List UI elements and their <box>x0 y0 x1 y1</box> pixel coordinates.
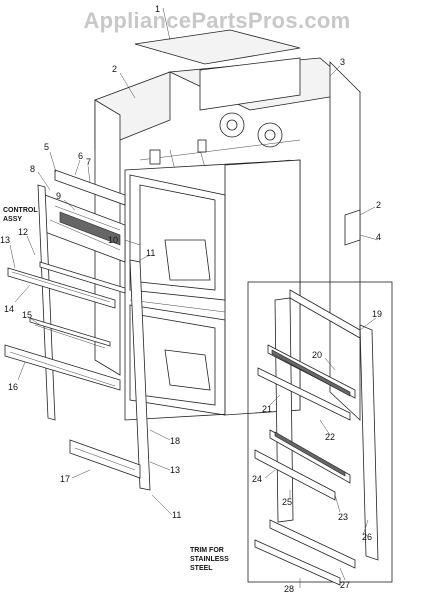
callout-17: 17 <box>60 474 70 484</box>
trim-label-2: STAINLESS <box>190 556 229 563</box>
callout-26: 26 <box>362 532 372 542</box>
callout-10: 10 <box>108 235 118 245</box>
callout-11b: 11 <box>172 510 181 520</box>
control-assy-label-2: ASSY <box>3 216 22 223</box>
callout-28: 28 <box>284 584 294 594</box>
callout-5: 5 <box>44 142 49 152</box>
callout-22: 22 <box>325 432 335 442</box>
notes: CONTROL ASSY TRIM FOR STAINLESS STEEL <box>3 207 229 572</box>
callout-13: 13 <box>0 235 10 245</box>
oven-rack-lower <box>4 344 121 391</box>
callout-21: 21 <box>262 404 272 414</box>
callout-9: 9 <box>56 191 61 201</box>
callout-18: 18 <box>170 436 180 446</box>
callout-27: 27 <box>340 580 350 590</box>
oven-rack-upper <box>7 261 126 309</box>
callout-19: 19 <box>372 309 382 319</box>
callout-11: 11 <box>146 248 155 258</box>
callout-23: 23 <box>338 512 348 522</box>
callout-2: 2 <box>112 64 117 74</box>
callout-1: 1 <box>155 4 160 14</box>
leader-lines <box>9 65 379 588</box>
right-side-strip <box>344 209 361 246</box>
callout-numbers: 1 2 3 2 4 5 6 7 8 9 10 11 12 13 14 15 16… <box>0 4 382 594</box>
callout-15: 15 <box>22 310 32 320</box>
stainless-trim-box <box>247 281 393 586</box>
control-assy-label: CONTROL <box>3 207 38 214</box>
callout-4: 4 <box>376 232 381 242</box>
oven-rack-middle <box>29 317 111 349</box>
control-panel-trim <box>44 169 126 263</box>
watermark: AppliancePartsPros.com <box>83 8 351 33</box>
callout-25: 25 <box>282 497 292 507</box>
callout-8: 8 <box>30 164 35 174</box>
trim-label: TRIM FOR <box>190 547 224 554</box>
callout-12: 12 <box>18 227 28 237</box>
callout-24: 24 <box>252 474 262 484</box>
top-panel <box>134 7 301 65</box>
callout-16: 16 <box>8 382 18 392</box>
callout-13b: 13 <box>170 465 180 475</box>
callout-7: 7 <box>86 157 91 167</box>
callout-14: 14 <box>4 304 14 314</box>
trim-label-3: STEEL <box>190 565 213 572</box>
callout-20: 20 <box>312 350 322 360</box>
callout-2b: 2 <box>376 200 381 210</box>
bottom-trim-17 <box>69 439 141 479</box>
callout-3: 3 <box>340 57 345 67</box>
callout-6: 6 <box>78 151 83 161</box>
